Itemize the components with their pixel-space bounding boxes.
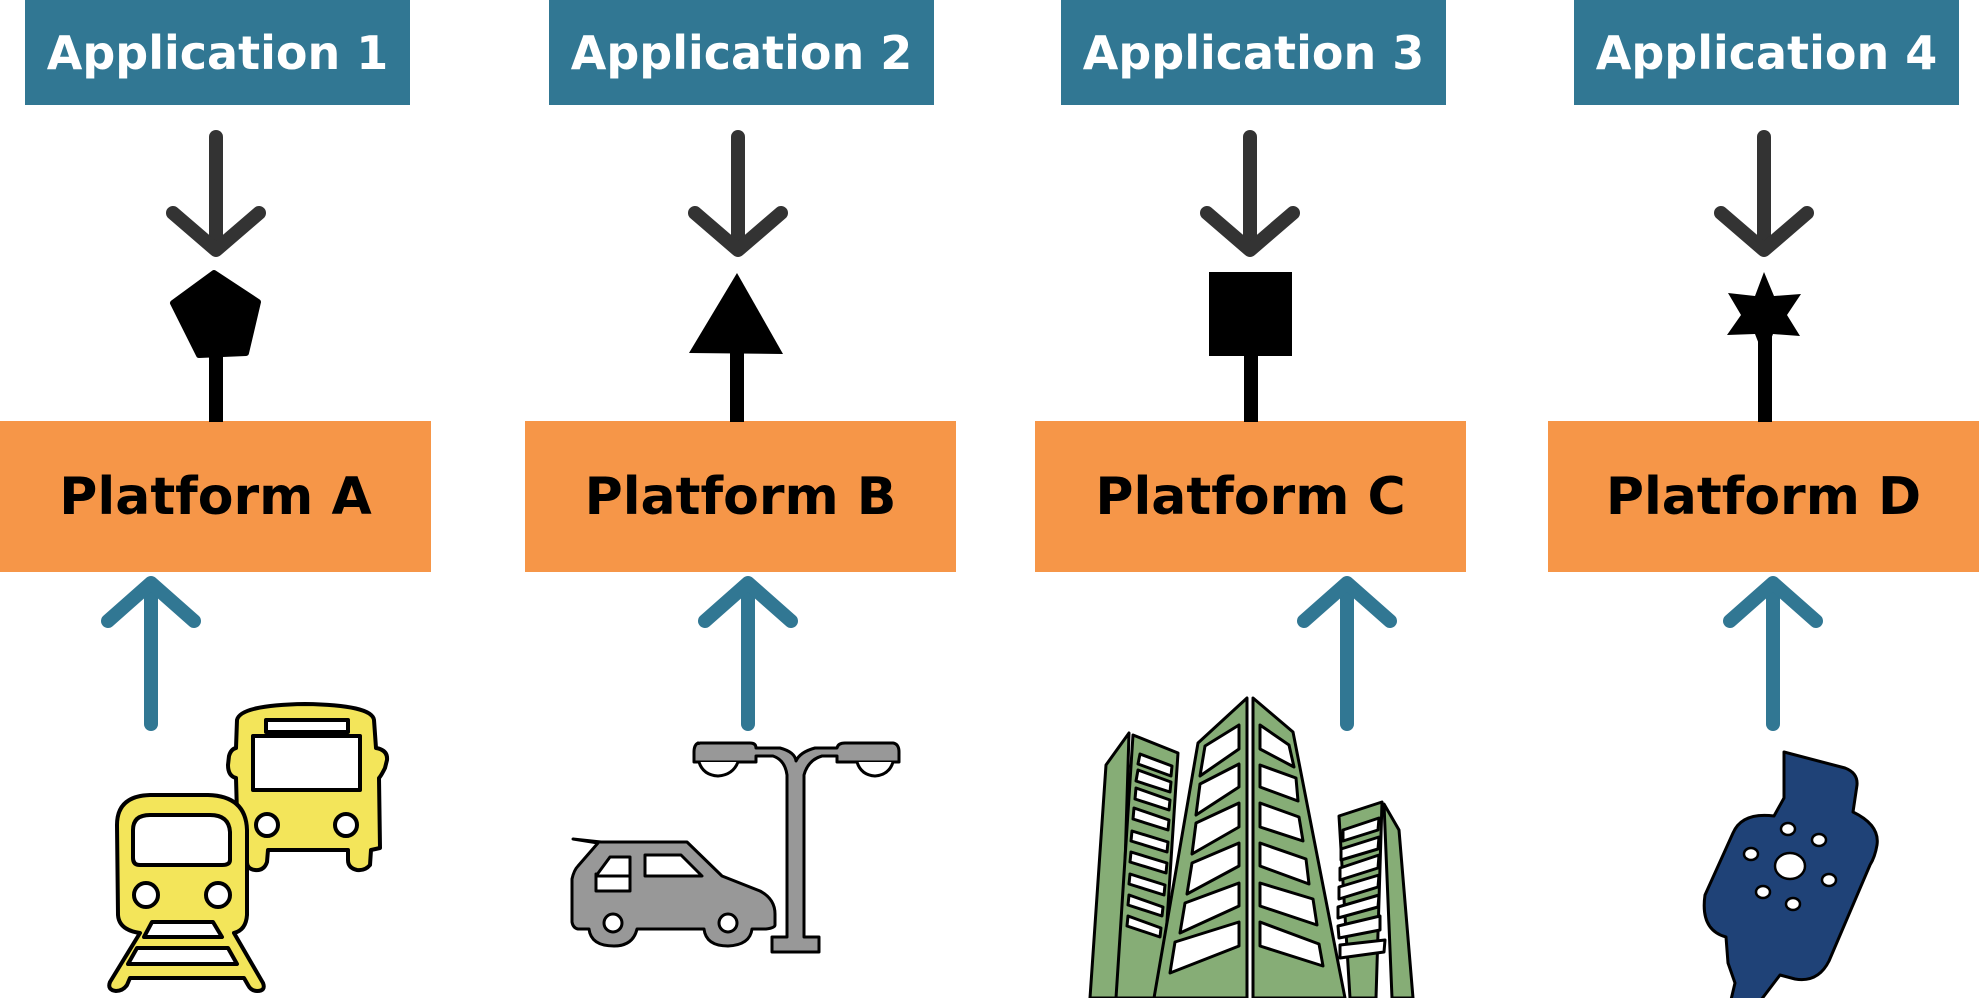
up-arrow-icon-3 — [1297, 576, 1397, 731]
platform-box-c: Platform C — [1035, 421, 1466, 572]
car-and-streetlight-icon — [570, 741, 901, 954]
down-arrow-icon-3 — [1200, 130, 1300, 257]
train-icon — [107, 793, 266, 993]
platform-box-a: Platform A — [0, 421, 431, 572]
building-left — [1088, 731, 1180, 998]
up-arrow-icon-1 — [101, 576, 201, 731]
application-box-4: Application 4 — [1574, 0, 1959, 105]
pentagon-interface-icon — [170, 270, 261, 422]
star-interface-icon — [1727, 272, 1801, 422]
bus-icon — [226, 702, 390, 873]
train-and-bus-icon — [107, 702, 390, 993]
down-arrow-icon-4 — [1714, 130, 1814, 257]
up-arrow-icon-4 — [1723, 576, 1823, 731]
building-right — [1336, 800, 1415, 998]
application-box-2: Application 2 — [549, 0, 934, 105]
platform-box-b: Platform B — [525, 421, 956, 572]
building-center — [1152, 696, 1347, 998]
up-arrow-icon-2 — [698, 576, 798, 731]
wearable-sensor-icon — [1702, 750, 1879, 998]
application-box-3: Application 3 — [1061, 0, 1446, 105]
application-box-1: Application 1 — [25, 0, 410, 105]
car-icon — [570, 837, 777, 948]
platform-box-d: Platform D — [1548, 421, 1979, 572]
center-sensor-dot — [1773, 851, 1807, 881]
streetlight-icon — [692, 741, 901, 954]
square-interface-icon — [1209, 272, 1292, 422]
buildings-icon — [1088, 696, 1415, 998]
down-arrow-icon-2 — [688, 130, 788, 257]
triangle-interface-icon — [689, 273, 783, 422]
down-arrow-icon-1 — [166, 130, 266, 257]
